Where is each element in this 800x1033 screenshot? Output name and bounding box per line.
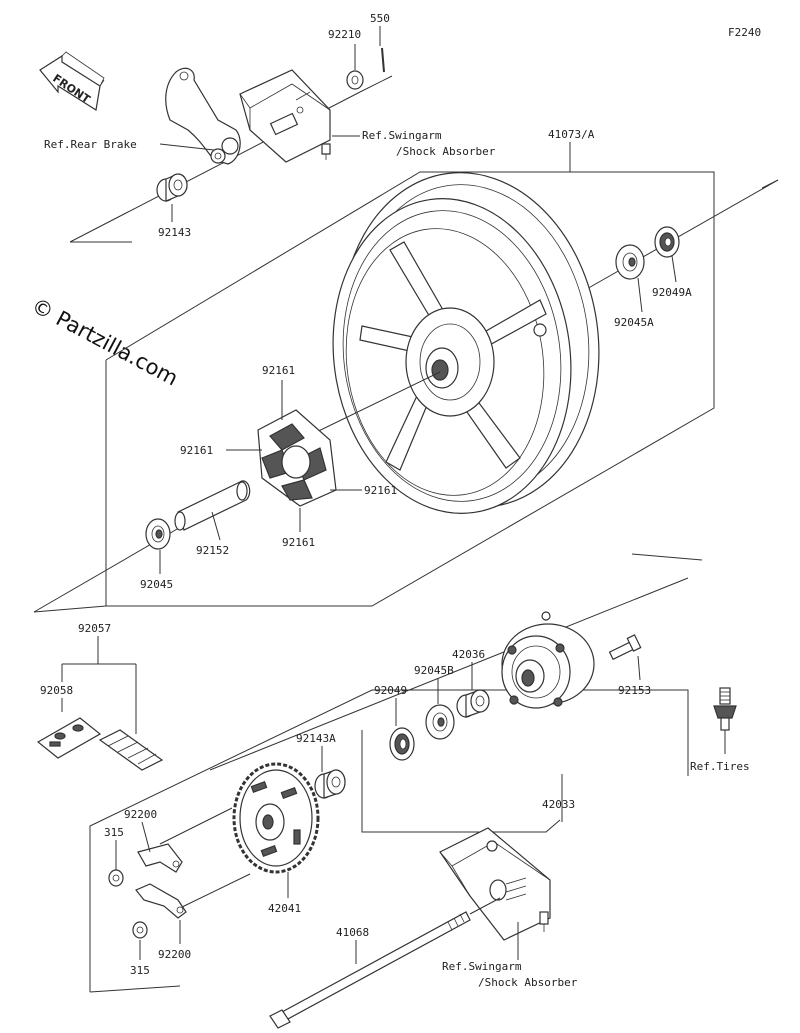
front-arrow-icon [39,51,105,111]
label-92045B: 92045B [414,664,454,677]
label-42041: 42041 [268,902,301,915]
label-42036: 42036 [452,648,485,661]
leader-rear-brake [159,143,215,151]
ref-shock-absorber-bottom: /Shock Absorber [478,976,578,989]
label-92058: 92058 [40,684,73,697]
leader-92153 [637,655,641,681]
leader-92152 [211,511,221,541]
tire-valve-icon [713,687,737,731]
nut-92210 [346,44,364,90]
leader-92045A [637,277,643,313]
label-92210: 92210 [328,28,361,41]
bearing-92045A [615,244,645,280]
nut-315-top [108,869,124,887]
label-92152: 92152 [196,544,229,557]
chain-joint-92058 [36,717,102,759]
stud-bolt-92153 [608,634,642,661]
figure-code: F2240 [728,26,761,39]
chain-bracket-lines [61,636,137,734]
rear-wheel-41073A [332,172,600,514]
label-92045: 92045 [140,578,173,591]
label-92161-left: 92161 [180,444,213,457]
chain-adjuster-bottom [439,827,551,941]
ref-swingarm-top: Ref.Swingarm [362,129,442,142]
label-92143A: 92143A [296,732,336,745]
label-315-bottom: 315 [130,964,150,977]
label-92143: 92143 [158,226,191,239]
label-42033: 42033 [542,798,575,811]
collar-92143 [156,173,188,202]
collar-92143A [314,769,346,799]
ref-rear-brake: Ref.Rear Brake [44,138,137,151]
nut-315-bottom [132,921,148,939]
rear-axle-41068 [269,897,501,1029]
label-92057: 92057 [78,622,111,635]
collar-42036 [456,689,490,718]
collar-tube-92152 [174,480,251,531]
label-41068: 41068 [336,926,369,939]
sprocket-group-frame [89,553,703,993]
watermark: © Partzilla.com [28,293,182,390]
leader-92200-top [141,821,151,853]
leader-92049A [671,255,677,283]
sprocket-coupling-42033 [501,611,595,709]
label-92200-bottom: 92200 [158,948,191,961]
axle-line-bottom-clip [179,873,251,909]
ref-shock-absorber-top: /Shock Absorber [396,145,496,158]
bearing-92045B [425,704,455,740]
label-92161-top: 92161 [262,364,295,377]
label-41073A: 41073/A [548,128,595,141]
bearing-92045 [145,518,171,550]
label-92200-top: 92200 [124,808,157,821]
label-315-top: 315 [104,826,124,839]
label-92045A: 92045A [614,316,654,329]
ref-tires: Ref.Tires [690,760,750,773]
ref-swingarm-bottom: Ref.Swingarm [442,960,522,973]
clip-92200-bottom [135,883,187,919]
rear-sprocket-42041 [232,762,320,874]
oil-seal-92049A [654,226,680,258]
rear-brake-bracket [165,67,241,165]
label-92161-right: 92161 [364,484,397,497]
axle-line-wheel [299,371,441,441]
cotter-pin-550 [379,26,385,73]
label-92153: 92153 [618,684,651,697]
damper-rubbers-92161 [257,409,337,507]
label-92161-bottom: 92161 [282,536,315,549]
clip-92200-top [137,843,183,873]
label-550: 550 [370,12,390,25]
oil-seal-92049 [389,727,415,761]
label-92049A: 92049A [652,286,692,299]
caliper-holder [239,69,331,163]
drive-chain-92057 [98,729,164,771]
label-92049: 92049 [374,684,407,697]
axle-line-top-clip [159,807,233,845]
